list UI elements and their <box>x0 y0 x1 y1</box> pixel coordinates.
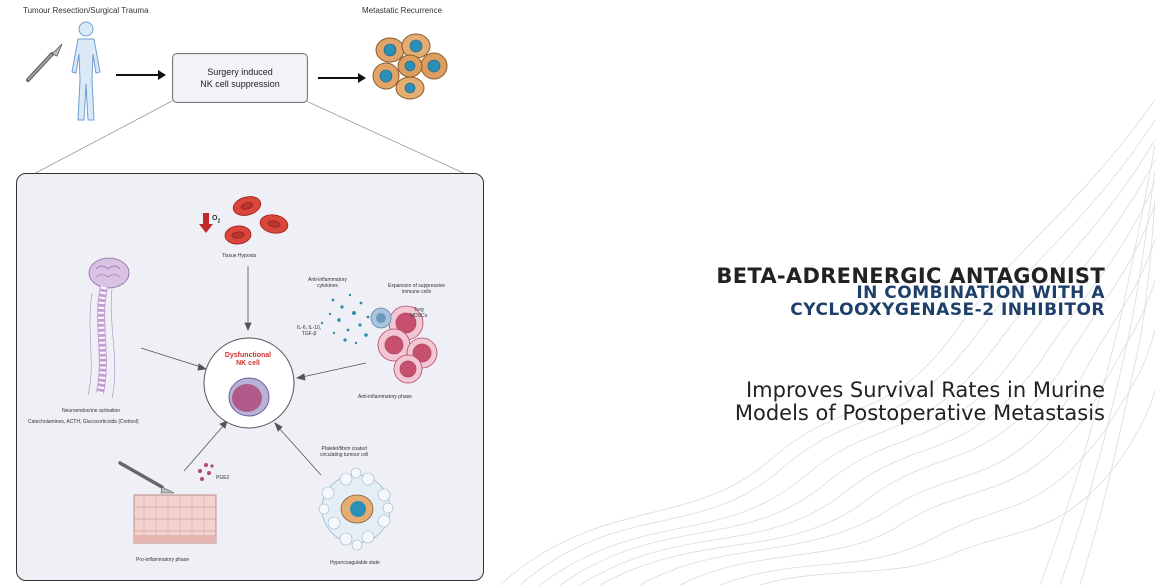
skin-tissue-icon <box>133 494 217 544</box>
brain-spine-icon <box>87 257 130 399</box>
cytokine-line-2: TGF-β <box>301 331 317 337</box>
pge2-label: PGE2 <box>216 475 230 481</box>
red-blood-cells-icon <box>224 196 289 245</box>
cytokine-dots-icon <box>320 293 370 345</box>
neuroendocrine-label: Neuroendocrine activation <box>62 408 121 414</box>
metastatic-recurrence-label: Metastatic Recurrence <box>362 6 443 15</box>
tissue-hypoxia-label: Tissue Hypoxia <box>222 253 256 259</box>
cytokine-line-1: IL-6, IL-10, <box>297 325 322 331</box>
subtitle-line-2: Models of Postoperative Metastasis <box>734 401 1105 425</box>
down-arrow-icon <box>199 213 213 233</box>
headline-line-2: IN COMBINATION WITH A <box>856 283 1105 303</box>
o2-subscript: 2 <box>217 218 221 225</box>
scalpel-icon <box>26 43 63 82</box>
zoom-lines <box>29 100 471 177</box>
subtitle-line-1: Improves Survival Rates in Murine <box>745 378 1105 402</box>
dysfunctional-nk-label: Dysfunctional NK cell <box>214 352 282 368</box>
surgery-nk-suppression-box: Surgery induced NK cell suppression <box>172 53 308 103</box>
headline: BETA-ADRENERGIC ANTAGONIST IN COMBINATIO… <box>716 264 1105 320</box>
tumour-resection-label: Tumour Resection/Surgical Trauma <box>23 6 149 15</box>
arrow-to-metastasis <box>318 73 366 83</box>
platelet-line-2: circulating tumour cell <box>320 452 369 458</box>
platelet-coated-tumour-cell-icon <box>318 467 394 551</box>
hypoxia-o2-label: O2 <box>212 215 221 225</box>
center-line-1: Dysfunctional <box>224 352 272 359</box>
suppressive-line-2: immune cells <box>401 289 432 295</box>
human-figure-icon <box>71 21 101 121</box>
incision-scalpel-icon <box>118 461 175 494</box>
suppressive-cells-label: Expansion of suppressive immune cells <box>388 283 445 295</box>
pge2-dots-icon <box>198 463 214 481</box>
neuroendocrine-sub-label: Catecholamines, ACTH, Glucocorticoids (C… <box>28 419 139 425</box>
treg-mdsc-label: Treg MDSCs <box>410 307 427 319</box>
nk-cell-icon <box>228 377 270 417</box>
anti-cytokine-line-2: cytokines <box>317 283 338 289</box>
hypercoagulable-label: Hypercoagulable state <box>330 560 380 566</box>
cytokine-list-label: IL-6, IL-10, TGF-β <box>297 325 321 337</box>
treg-label: Treg <box>413 307 424 313</box>
panel-graphics <box>87 196 438 551</box>
center-line-2: NK cell <box>236 360 260 367</box>
anti-inflammatory-cytokines-label: Anti-inflammatory cytokines <box>308 277 347 289</box>
box-line-1: Surgery induced <box>207 67 273 77</box>
platelet-coated-label: Platelet/fibrin coated circulating tumou… <box>320 446 368 458</box>
anti-cytokine-line-1: Anti-inflammatory <box>308 277 347 283</box>
mdsc-label: MDSCs <box>410 313 428 319</box>
o2-symbol: O <box>212 215 218 222</box>
anti-inflammatory-phase-label: Anti-inflammatory phase <box>358 394 412 400</box>
suppressive-immune-cells-icon <box>370 305 438 384</box>
headline-line-3: CYCLOOXYGENASE-2 INHIBITOR <box>790 300 1105 320</box>
pro-inflammatory-phase-label: Pro-inflammatory phase <box>136 557 190 563</box>
arrow-to-box <box>116 70 166 80</box>
subtitle: Improves Survival Rates in Murine Models… <box>735 379 1105 425</box>
platelet-line-1: Platelet/fibrin coated <box>321 446 367 452</box>
tumour-cell-cluster-icon <box>372 33 448 100</box>
suppressive-line-1: Expansion of suppressive <box>388 283 445 289</box>
box-line-2: NK cell suppression <box>200 79 280 89</box>
headline-line-1: BETA-ADRENERGIC ANTAGONIST <box>716 264 1105 288</box>
